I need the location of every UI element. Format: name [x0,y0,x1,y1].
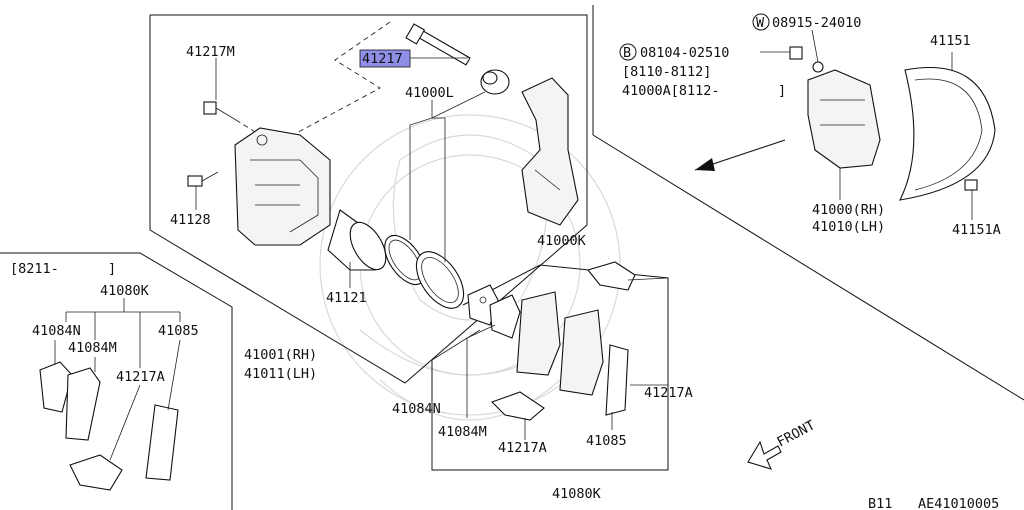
right-divider [592,5,1024,401]
spring-41085-mid[interactable] [605,344,629,416]
label-41000K[interactable]: 41000K [537,233,587,249]
inset-label-41217A[interactable]: 41217A [116,369,165,385]
pad-inner[interactable] [559,309,604,396]
left-inset-frame [0,252,233,510]
inset-spring-41085[interactable] [145,404,179,481]
label-41085-mid[interactable]: 41085 [586,433,627,449]
footer-model: B11 [868,496,892,510]
label-41000A-close: ] [778,83,786,99]
boot-41000L[interactable] [480,69,510,95]
caliper-housing[interactable] [234,127,331,246]
b-circle-icon [619,43,637,61]
label-41217M[interactable]: 41217M [186,44,235,60]
footer-code: AE41010005 [918,496,999,510]
caliper-bracket[interactable] [521,77,579,226]
inset-clip-41217A[interactable] [69,454,123,491]
label-41084M[interactable]: 41084M [438,424,487,440]
inset-label-41084N[interactable]: 41084N [32,323,81,339]
caliper-assembly-41000[interactable] [807,69,881,169]
label-41217A-right[interactable]: 41217A [644,385,693,401]
inset-range-close: ] [108,261,116,277]
label-41217A-mid[interactable]: 41217A [498,440,547,456]
label-41011[interactable]: 41011(LH) [244,366,317,382]
label-08104-02510[interactable]: 08104-02510 [640,45,729,61]
w-circle-icon [752,13,770,31]
inset-label-41084M[interactable]: 41084M [68,340,117,356]
clip-41217A-mid[interactable] [490,391,545,421]
label-41217[interactable]: 41217 [362,51,403,67]
bleeder-41128[interactable] [187,171,219,187]
shim-41084M[interactable] [489,294,521,339]
splash-shield-41151[interactable] [899,66,996,201]
inset-label-41085[interactable]: 41085 [158,323,199,339]
bolt-w-marker: W [756,15,765,31]
label-41121[interactable]: 41121 [326,290,367,306]
inset-shim-41084M[interactable] [65,367,101,441]
bolt-41151A[interactable] [964,179,978,191]
bolt-08104[interactable] [789,46,803,60]
inset-range-open: [8211- [10,261,59,277]
label-41151[interactable]: 41151 [930,33,971,49]
bolt-b-marker: B [623,45,631,61]
label-41084N[interactable]: 41084N [392,401,441,417]
guide-pin-41217[interactable] [405,23,471,66]
label-08915-24010[interactable]: 08915-24010 [772,15,861,31]
clip-top[interactable] [587,261,636,291]
front-label: FRONT [774,417,817,450]
label-41128[interactable]: 41128 [170,212,211,228]
label-41080K-bottom[interactable]: 41080K [552,486,602,502]
washer-08915[interactable] [812,61,824,73]
label-41000A[interactable]: 41000A[8112- [622,83,720,99]
front-arrow-icon [747,440,782,470]
label-41001[interactable]: 41001(RH) [244,347,317,363]
inset-label-41080K[interactable]: 41080K [100,283,150,299]
label-8110-8112: [8110-8112] [622,64,711,80]
direction-arrow-icon [694,139,786,171]
label-41010-lh[interactable]: 41010(LH) [812,219,885,235]
label-41151A[interactable]: 41151A [952,222,1001,238]
label-41000L[interactable]: 41000L [405,85,454,101]
label-41000-rh[interactable]: 41000(RH) [812,202,885,218]
highlighted-part-box[interactable] [359,49,411,68]
dust-seal[interactable] [407,243,473,316]
pad-outer[interactable] [516,291,561,376]
piston-41121[interactable] [327,209,393,276]
